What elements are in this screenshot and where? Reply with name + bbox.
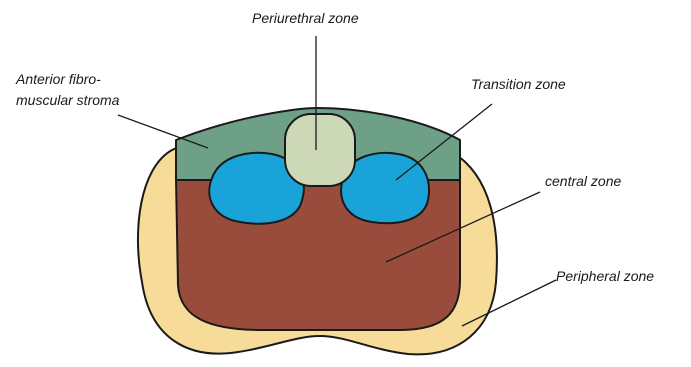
periurethral-zone-region (285, 114, 355, 186)
periurethral-zone-label: Periurethral zone (252, 10, 359, 26)
transition-zone-label: Transition zone (471, 76, 566, 92)
peripheral-zone-label: Peripheral zone (556, 268, 654, 284)
central-zone-label: central zone (545, 173, 621, 189)
anterior-stroma-leader (118, 115, 208, 148)
anterior-stroma-label-line1: Anterior fibro- (15, 71, 101, 87)
anterior-stroma-label-line2: muscular stroma (16, 92, 120, 108)
